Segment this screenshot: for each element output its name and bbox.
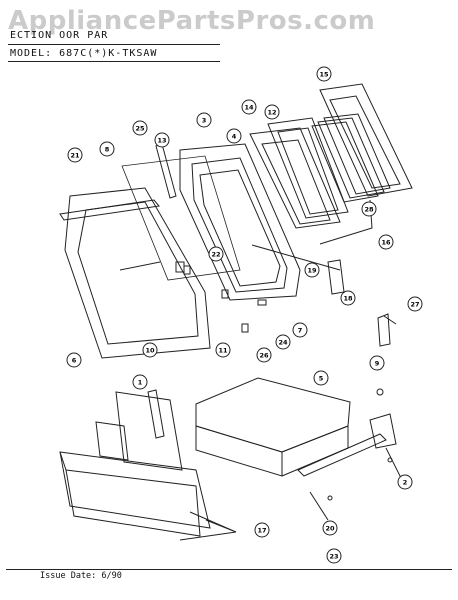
spacer-block — [221, 289, 229, 299]
screw — [387, 457, 393, 463]
callout-7: 7 — [292, 322, 308, 338]
callout-label: 12 — [267, 108, 276, 116]
callout-label: 19 — [307, 266, 317, 274]
callout-15: 15 — [316, 66, 332, 82]
callout-label: 9 — [375, 359, 380, 367]
callout-label: 23 — [329, 552, 338, 560]
inner-door-panel — [179, 143, 301, 301]
section-heading: ECTION OOR PAR — [10, 30, 109, 41]
model-heading: MODEL: 687C(*)K-TKSAW — [10, 48, 158, 59]
callout-label: 15 — [319, 70, 329, 78]
callout-label: 21 — [70, 151, 80, 159]
callout-label: 18 — [343, 294, 353, 302]
callout-28: 28 — [361, 201, 377, 217]
callout-10: 10 — [142, 342, 158, 358]
callout-18: 18 — [340, 290, 356, 306]
watermark: AppliancePartsPros.com — [8, 6, 376, 36]
window-frame — [249, 127, 341, 229]
door-liner-panel — [319, 83, 413, 197]
callout-label: 8 — [105, 145, 110, 153]
callout-9: 9 — [369, 355, 385, 371]
callout-label: 24 — [278, 338, 288, 346]
callout-22: 22 — [208, 246, 224, 262]
callout-label: 6 — [72, 356, 77, 364]
door-glass-panel — [121, 155, 241, 281]
slide-rail — [297, 433, 387, 477]
drawer-back-panel — [115, 391, 183, 471]
bracket-strip — [327, 259, 345, 295]
callout-14: 14 — [241, 99, 257, 115]
issue-date: Issue Date: 6/90 — [40, 571, 122, 581]
callout-13: 13 — [154, 132, 170, 148]
callout-17: 17 — [254, 522, 270, 538]
screw — [327, 495, 333, 501]
callout-label: 26 — [259, 351, 269, 359]
callout-24: 24 — [275, 334, 291, 350]
callout-label: 27 — [410, 300, 419, 308]
callout-label: 5 — [319, 374, 324, 382]
glass-stack — [311, 113, 391, 203]
door-handle — [59, 199, 161, 271]
callout-label: 3 — [202, 116, 207, 124]
callout-25: 25 — [132, 120, 148, 136]
callout-21: 21 — [67, 147, 83, 163]
callout-label: 4 — [232, 132, 237, 140]
callout-label: 14 — [244, 103, 254, 111]
header-divider — [8, 44, 220, 45]
callout-20: 20 — [322, 520, 338, 536]
callout-2: 2 — [397, 474, 413, 490]
callout-6: 6 — [66, 352, 82, 368]
callout-12: 12 — [264, 104, 280, 120]
callout-3: 3 — [196, 112, 212, 128]
bracket — [241, 323, 249, 333]
callout-26: 26 — [256, 347, 272, 363]
callout-label: 13 — [157, 136, 166, 144]
callout-16: 16 — [378, 234, 394, 250]
callout-label: 7 — [298, 326, 303, 334]
footer-divider — [6, 569, 452, 570]
callout-label: 25 — [135, 124, 145, 132]
callout-label: 28 — [364, 205, 374, 213]
header-divider — [8, 61, 220, 62]
callout-label: 22 — [211, 250, 220, 258]
callout-11: 11 — [215, 342, 231, 358]
drawer-divider — [95, 421, 129, 461]
callout-label: 20 — [325, 524, 335, 532]
slide-rail — [147, 389, 165, 439]
side-channel — [155, 143, 177, 199]
glide-rail — [369, 413, 397, 449]
callout-label: 11 — [218, 346, 228, 354]
hinge-clip — [183, 265, 191, 275]
callout-label: 10 — [145, 346, 155, 354]
callout-19: 19 — [304, 262, 320, 278]
outer-door-frame — [64, 187, 211, 359]
callout-23: 23 — [326, 548, 342, 564]
drawer-front-panel — [59, 451, 211, 537]
callout-5: 5 — [313, 370, 329, 386]
callout-label: 17 — [257, 526, 266, 534]
clip — [257, 299, 267, 306]
window-frame — [267, 117, 349, 219]
drawer-body — [195, 377, 351, 477]
callout-1: 1 — [132, 374, 148, 390]
callout-label: 16 — [381, 238, 391, 246]
callout-8: 8 — [99, 141, 115, 157]
callout-27: 27 — [407, 296, 423, 312]
screw — [376, 388, 384, 396]
hinge-assembly — [377, 313, 397, 347]
callout-4: 4 — [226, 128, 242, 144]
callout-label: 1 — [138, 378, 143, 386]
callout-label: 2 — [403, 478, 408, 486]
